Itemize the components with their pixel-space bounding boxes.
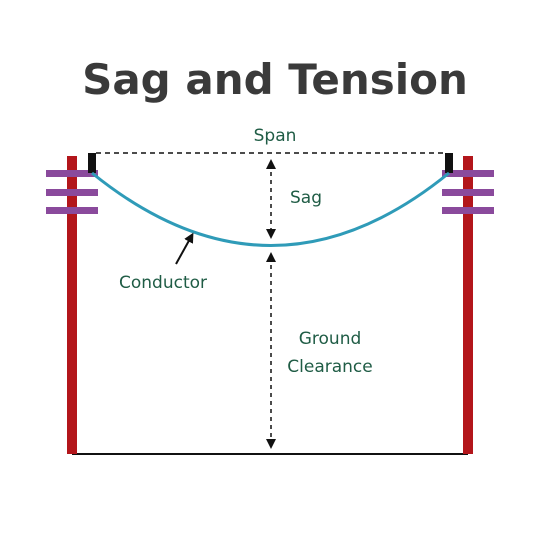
left-crossarm-top [46, 170, 98, 177]
conductor-pointer-arrow [175, 232, 194, 265]
left-crossarm-middle [46, 189, 98, 196]
left-pole [67, 156, 77, 454]
right-crossarm-top [442, 170, 494, 177]
left-insulator [88, 153, 96, 173]
span-label: Span [254, 126, 297, 146]
ground-clearance-label-line2: Clearance [287, 357, 372, 377]
ground-clearance-label-line1: Ground [299, 329, 362, 349]
right-insulator [445, 153, 453, 173]
conductor-curve [91, 171, 450, 247]
left-crossarm-bottom [46, 207, 98, 214]
diagram-title: Sag and Tension [82, 55, 468, 104]
right-crossarm-middle [442, 189, 494, 196]
right-pole [463, 156, 473, 454]
conductor-label: Conductor [119, 273, 207, 293]
sag-label: Sag [290, 188, 322, 208]
right-crossarm-bottom [442, 207, 494, 214]
